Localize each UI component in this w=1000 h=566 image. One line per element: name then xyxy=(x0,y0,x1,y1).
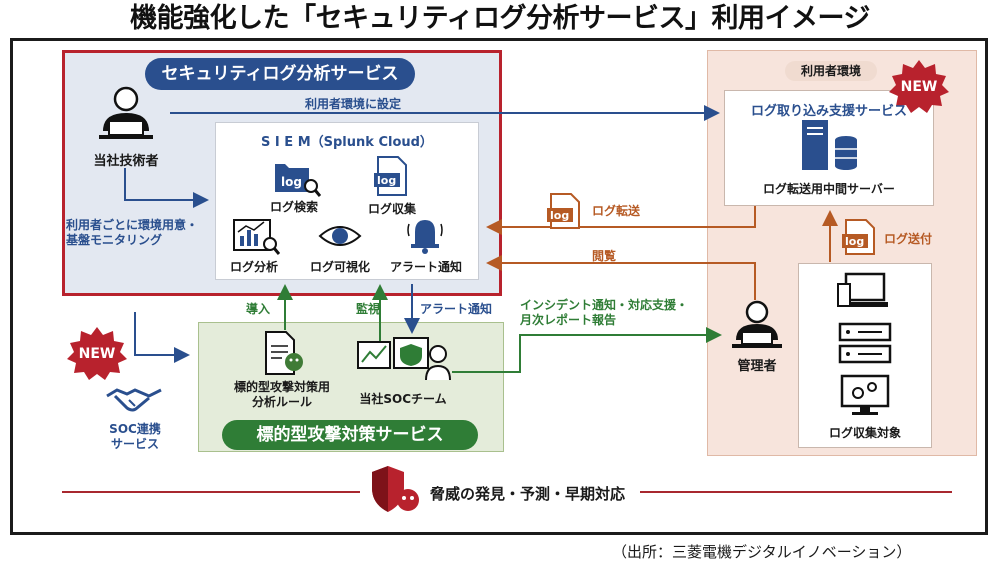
analysis-rules-label: 標的型攻撃対策用 分析ルール xyxy=(233,380,330,409)
soc-team-icon xyxy=(357,337,451,381)
svg-text:log: log xyxy=(377,174,396,187)
svg-text:log: log xyxy=(845,235,864,248)
log-analysis-icon xyxy=(233,219,280,255)
gear-monitor-icon xyxy=(840,374,890,415)
log-ingest-title: ログ取り込み支援サービス xyxy=(750,104,907,119)
network-device-icon xyxy=(838,322,892,364)
siem-title: S I E M（Splunk Cloud） xyxy=(261,135,433,150)
siem-item-log-analysis: ログ分析 xyxy=(229,260,278,274)
diagram-frame xyxy=(10,38,988,535)
handshake-icon xyxy=(106,388,162,412)
relay-server-label: ログ転送用中間サーバー xyxy=(763,182,895,196)
arrow-incident xyxy=(452,327,722,373)
siem-item-alert-notify: アラート通知 xyxy=(389,260,462,274)
eye-icon xyxy=(318,226,362,246)
log-search-icon: log xyxy=(275,164,321,197)
user-environment-label: 利用者環境 xyxy=(785,61,877,81)
siem-item-log-visualize: ログ可視化 xyxy=(309,260,370,274)
svg-text:log: log xyxy=(550,209,569,222)
monitor-label: 監視 xyxy=(356,302,381,316)
analysis-rules-icon xyxy=(265,331,303,375)
soc-team-label: 当社SOCチーム xyxy=(359,392,447,406)
svg-text:log: log xyxy=(281,175,302,189)
log-targets-label: ログ収集対象 xyxy=(828,426,901,440)
divider-right xyxy=(640,491,952,493)
log-send-label: ログ送付 xyxy=(884,232,933,246)
siem-item-log-search: ログ検索 xyxy=(269,200,318,214)
soc-link-label: SOC連携 サービス xyxy=(109,422,161,451)
setup-label: 利用者環境に設定 xyxy=(305,97,402,111)
log-transfer-file-icon: log xyxy=(547,193,580,229)
soc-new-badge: NEW xyxy=(67,327,127,380)
alert-notify-label: アラート通知 xyxy=(420,302,493,316)
incident-label: インシデント通知・対応支援・ 月次レポート報告 xyxy=(520,298,689,327)
page-title: 機能強化した「セキュリティログ分析サービス」利用イメージ xyxy=(130,3,870,34)
svg-text:NEW: NEW xyxy=(79,346,116,362)
laptop-icon xyxy=(837,272,888,307)
divider-left xyxy=(62,491,360,493)
introduce-label: 導入 xyxy=(246,302,271,316)
manager-label: 管理者 xyxy=(737,359,777,374)
siem-panel xyxy=(215,122,479,280)
log-send-file-icon: log xyxy=(842,219,875,255)
log-transfer-label: ログ転送 xyxy=(592,204,641,218)
manager-icon xyxy=(732,300,782,348)
engineer-label: 当社技術者 xyxy=(93,154,159,169)
arrow-monitoring xyxy=(124,168,209,208)
log-ingest-support-panel xyxy=(724,90,934,206)
siem-item-log-collect: ログ収集 xyxy=(367,202,416,216)
server-icon xyxy=(802,120,857,170)
browse-label: 閲覧 xyxy=(592,249,617,263)
security-log-service-label: セキュリティログ分析サービス xyxy=(145,58,415,90)
targeted-attack-service-label: 標的型攻撃対策サービス xyxy=(222,420,478,450)
shield-threat-icon xyxy=(372,466,419,512)
svg-text:NEW: NEW xyxy=(901,79,938,95)
arrow-soc-link xyxy=(134,312,190,363)
log-collect-icon: log xyxy=(374,156,407,196)
user-env-new-badge: NEW xyxy=(889,60,949,113)
alert-bell-icon xyxy=(407,220,443,254)
arrow-browse xyxy=(486,255,756,300)
threat-response-label: 脅威の発見・予測・早期対応 xyxy=(430,485,626,503)
monitoring-label: 利用者ごとに環境用意・ 基盤モニタリング xyxy=(66,218,199,247)
engineer-icon xyxy=(99,86,153,139)
source-credit: （出所：三菱電機デジタルイノベーション） xyxy=(612,543,912,561)
